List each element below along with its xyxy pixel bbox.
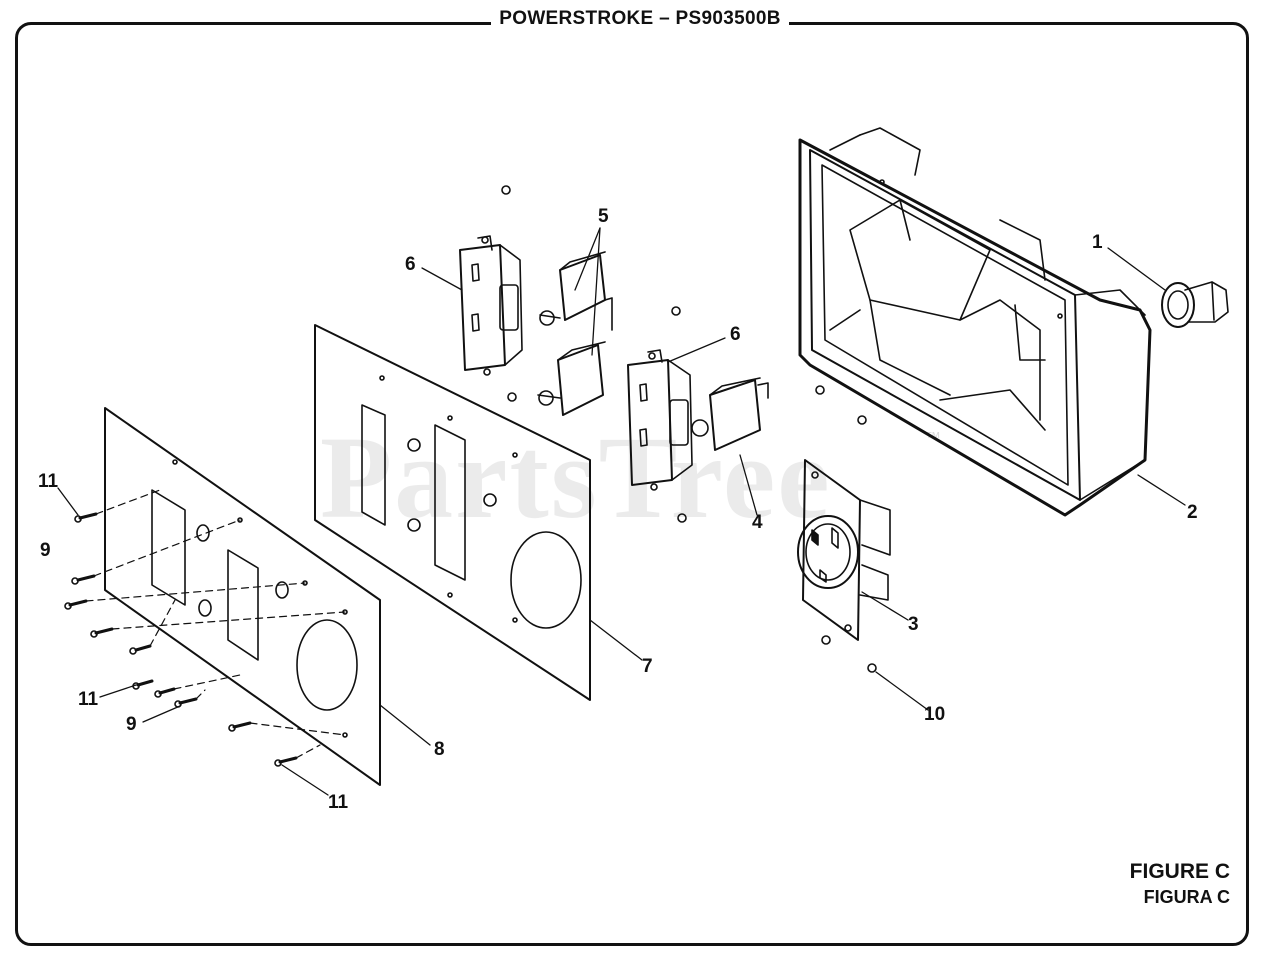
callout-11-middle: 11 xyxy=(78,689,99,710)
part-1-boot xyxy=(1161,281,1229,328)
nuts xyxy=(501,185,877,673)
leader-lines xyxy=(57,227,1186,796)
callout-3: 3 xyxy=(908,614,919,635)
callout-9-lower: 9 xyxy=(126,714,137,735)
part-6-receptacle-lower xyxy=(627,349,693,491)
callout-11-bottom: 11 xyxy=(328,792,349,813)
callout-11-top: 11 xyxy=(38,471,59,492)
part-4-breaker xyxy=(691,377,769,451)
part-2-housing xyxy=(798,127,1152,517)
callout-9-upper: 9 xyxy=(40,540,51,561)
diagram-title: POWERSTROKE – PS903500B xyxy=(0,8,1280,30)
part-5-breaker-lower xyxy=(537,341,606,416)
callout-1: 1 xyxy=(1092,232,1103,253)
callout-labels: 1 2 3 4 5 6 6 7 8 9 9 10 11 11 11 xyxy=(38,206,1198,813)
callout-4: 4 xyxy=(752,512,763,533)
callout-8: 8 xyxy=(434,739,445,760)
screws-and-alignment xyxy=(64,489,346,767)
figure-label: FIGURE C xyxy=(1129,860,1230,883)
part-6-receptacle-upper xyxy=(459,235,523,376)
callout-7: 7 xyxy=(642,656,653,677)
callout-6-upper: 6 xyxy=(405,254,416,275)
part-5-breaker-upper xyxy=(539,251,613,331)
callout-10: 10 xyxy=(924,704,945,725)
figure-label-spanish: FIGURA C xyxy=(1143,887,1230,907)
callout-5: 5 xyxy=(598,206,609,227)
part-7-panel xyxy=(314,324,591,701)
part-3-receptacle xyxy=(797,459,891,641)
callout-6-lower: 6 xyxy=(730,324,741,345)
callout-2: 2 xyxy=(1187,502,1198,523)
watermark: PartsTree xyxy=(320,412,832,543)
